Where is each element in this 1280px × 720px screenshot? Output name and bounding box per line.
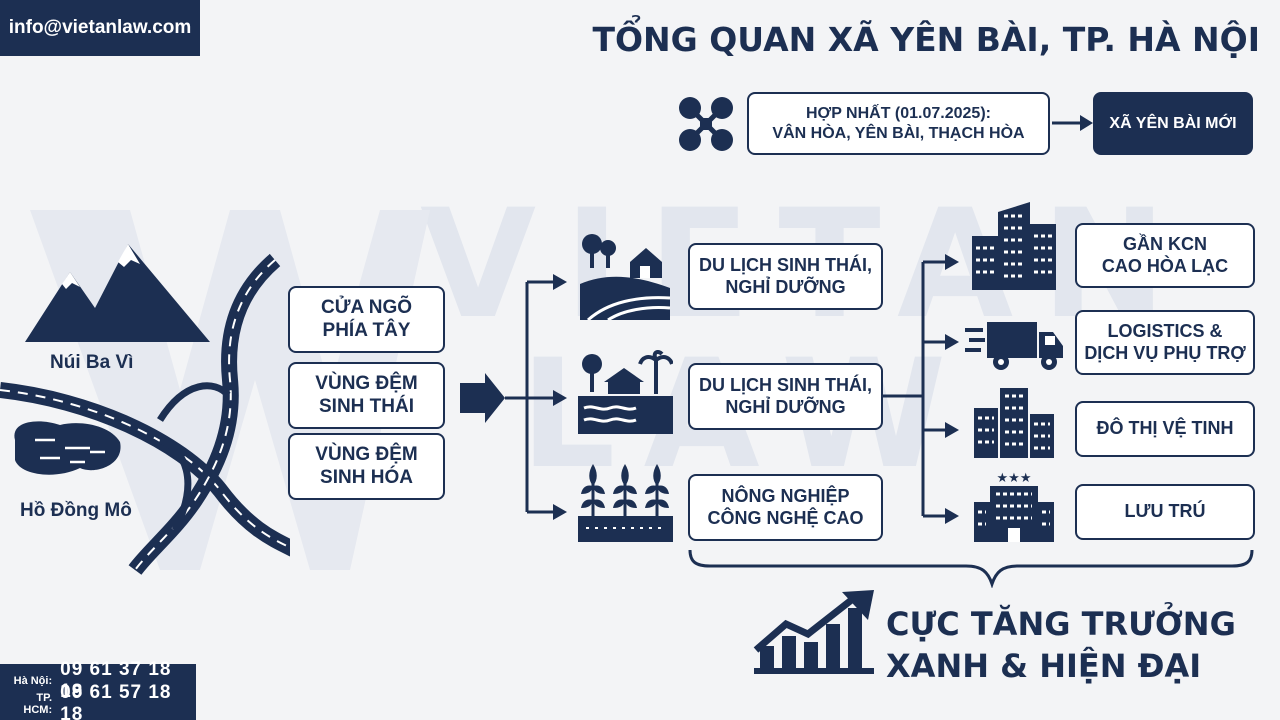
merge-line-1: HỢP NHẤT (01.07.2025): <box>806 105 991 123</box>
mountain-label: Núi Ba Vì <box>50 352 134 373</box>
sector-line: NGHỈ DƯỠNG <box>725 276 846 297</box>
contact-row-hanoi: Hà Nội: 09 61 37 18 18 <box>6 659 190 702</box>
sector-line: CÔNG NGHỆ CAO <box>707 507 864 528</box>
outcome-box-satellite-city: ĐÔ THỊ VỆ TINH <box>1075 401 1255 457</box>
lake-icon <box>14 421 121 475</box>
outcome-line: LOGISTICS & <box>1107 320 1223 341</box>
role-line: SINH THÁI <box>319 395 414 417</box>
resort-icon <box>578 350 673 434</box>
truck-icon <box>965 322 1063 370</box>
role-line: SINH HÓA <box>320 466 413 488</box>
merge-network-icon <box>679 97 733 151</box>
outcome-line: ĐÔ THỊ VỆ TINH <box>1096 418 1234 439</box>
sector-line: NÔNG NGHIỆP <box>721 485 850 506</box>
bracket <box>688 549 1254 588</box>
contact-phones: Hà Nội: 09 61 37 18 18 TP. HCM: 09 61 57… <box>0 659 196 720</box>
road-icon <box>0 253 290 575</box>
outcome-line: CAO HÒA LẠC <box>1101 255 1229 276</box>
sector-line: NGHỈ DƯỠNG <box>725 396 846 417</box>
flow-arrows-left <box>460 274 567 520</box>
merge-line-2: VÂN HÒA, YÊN BÀI, THẠCH HÒA <box>772 124 1025 142</box>
sector-line: DU LỊCH SINH THÁI, <box>699 374 872 395</box>
outcome-line: DỊCH VỤ PHỤ TRỢ <box>1084 342 1246 363</box>
contact-row-hcm: TP. HCM: 09 61 57 18 18 <box>6 682 190 720</box>
sector-line: DU LỊCH SINH THÁI, <box>699 254 872 275</box>
flow-arrows-right <box>883 254 959 524</box>
role-line: PHÍA TÂY <box>322 319 411 341</box>
map-illustration <box>0 244 290 575</box>
lake-label: Hồ Đồng Mô <box>20 500 132 521</box>
growth-line-1: CỰC TĂNG TRƯỞNG <box>886 605 1236 643</box>
agriculture-icon <box>578 464 673 542</box>
sector-box-resort: DU LỊCH SINH THÁI,NGHỈ DƯỠNG <box>688 363 883 430</box>
merge-box: HỢP NHẤT (01.07.2025): VÂN HÒA, YÊN BÀI,… <box>747 92 1050 155</box>
contact-city: Hà Nội: <box>13 674 53 687</box>
growth-heading: CỰC TĂNG TRƯỞNG XANH & HIỆN ĐẠI <box>886 604 1236 687</box>
new-commune-box: XÃ YÊN BÀI MỚI <box>1093 92 1253 155</box>
page-title: TỔNG QUAN XÃ YÊN BÀI, TP. HÀ NỘI <box>592 20 1260 59</box>
merge-arrow <box>1052 115 1093 131</box>
office-building-icon <box>972 202 1056 290</box>
mountain-icon <box>25 244 210 342</box>
sector-box-ecotourism: DU LỊCH SINH THÁI,NGHỈ DƯỠNG <box>688 243 883 310</box>
outcome-line: GẦN KCN <box>1122 233 1207 254</box>
contact-phone[interactable]: 09 61 57 18 18 <box>60 681 172 720</box>
contact-phone[interactable]: 09 61 37 18 18 <box>60 658 172 702</box>
growth-line-2: XANH & HIỆN ĐẠI <box>886 646 1202 685</box>
outcome-box-logistics: LOGISTICS &DỊCH VỤ PHỤ TRỢ <box>1075 310 1255 375</box>
contact-city: TP. HCM: <box>23 691 53 716</box>
hotel-icon: ★★★ <box>974 471 1054 542</box>
outcome-line: LƯU TRÚ <box>1124 501 1206 522</box>
outcome-box-accommodation: LƯU TRÚ <box>1075 484 1255 540</box>
farm-icon <box>580 234 671 320</box>
svg-text:★★★: ★★★ <box>997 471 1032 486</box>
role-line: VÙNG ĐỆM <box>315 372 418 394</box>
role-line: CỬA NGÕ <box>320 296 413 318</box>
email-badge[interactable]: info@vietanlaw.com <box>0 0 200 56</box>
growth-chart-icon <box>753 590 874 674</box>
city-buildings-icon <box>974 388 1054 458</box>
role-line: VÙNG ĐỆM <box>315 443 418 465</box>
